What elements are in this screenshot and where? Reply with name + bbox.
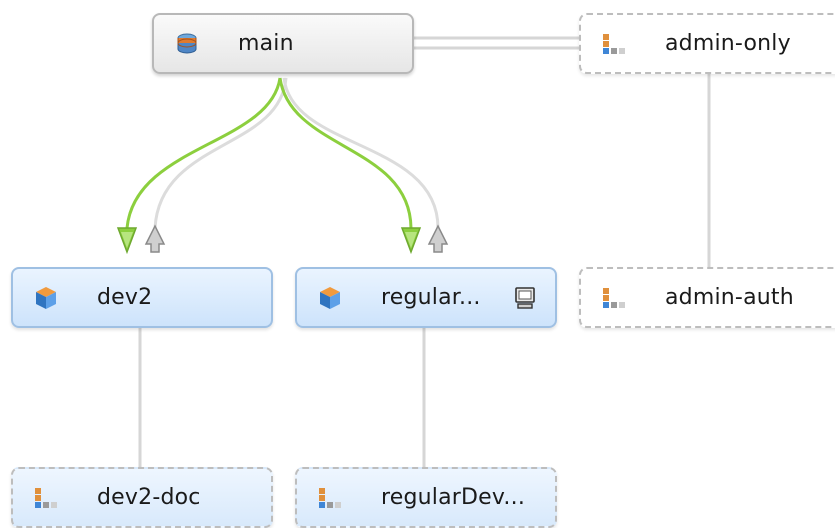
copy-up-arrow-icon[interactable] (144, 224, 166, 253)
stream-node-regulardev[interactable]: regularDev... (295, 467, 557, 528)
stream-label: main (238, 31, 294, 56)
stream-node-admin-auth[interactable]: admin-auth (579, 267, 835, 328)
stream-label: admin-auth (665, 285, 794, 310)
stream-node-dev2[interactable]: dev2 (11, 267, 273, 328)
bar-blocks-icon (35, 487, 57, 508)
stream-label: admin-only (665, 31, 791, 56)
bar-blocks-icon (319, 487, 341, 508)
stream-node-regular[interactable]: regular... (295, 267, 557, 328)
link-main-regular (278, 77, 440, 229)
merge-down-arrow-icon[interactable] (400, 227, 422, 255)
stream-label: regular... (381, 285, 481, 310)
cylinder-stack-icon (177, 33, 197, 53)
cube-icon (36, 286, 56, 309)
copy-up-arrow-icon[interactable] (427, 224, 449, 253)
merge-down-arrow-icon[interactable] (116, 227, 138, 255)
stream-node-dev2-doc[interactable]: dev2-doc (11, 467, 273, 528)
stream-node-main[interactable]: main (152, 13, 414, 74)
stream-label: dev2-doc (97, 485, 201, 510)
stream-label: regularDev... (381, 485, 526, 510)
cube-icon (320, 286, 340, 309)
bar-blocks-icon (603, 33, 625, 54)
monitor-icon[interactable] (513, 286, 537, 310)
stream-label: dev2 (97, 285, 153, 310)
bar-blocks-icon (603, 287, 625, 308)
link-main-admin-only (414, 36, 579, 50)
link-main-dev2 (125, 77, 288, 229)
stream-node-admin-only[interactable]: admin-only (579, 13, 835, 74)
